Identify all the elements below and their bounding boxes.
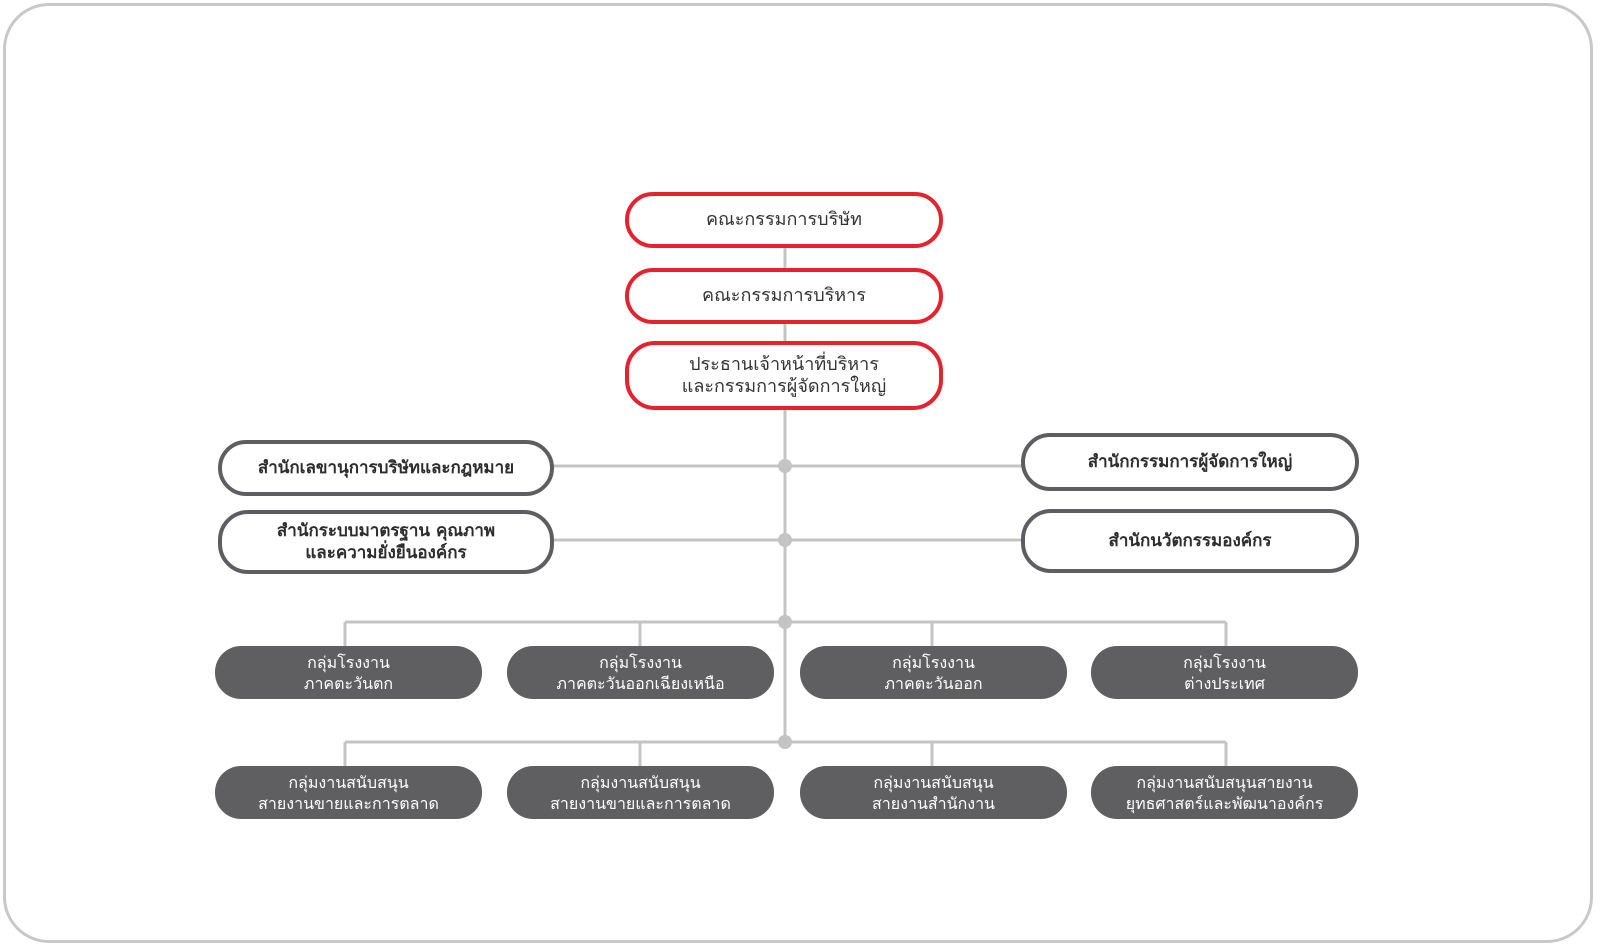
support-group-label-line2: ยุทธศาสตร์และพัฒนาองค์กร <box>1125 793 1324 813</box>
plant-group-label-line1: กลุ่มโรงงาน <box>307 652 390 672</box>
plant-group-label-line1: กลุ่มโรงงาน <box>1183 652 1266 672</box>
support-group-label-line1: กลุ่มงานสนับสนุนสายงาน <box>1136 772 1313 792</box>
president-office-box: สำนักกรรมการผู้จัดการใหญ่ <box>1021 433 1359 491</box>
support-group-sales-marketing-box: กลุ่มงานสนับสนุน สายงานขายและการตลาด <box>215 766 482 819</box>
standards-office-label-line1: สำนักระบบมาตรฐาน คุณภาพ <box>276 521 496 541</box>
innovation-office-label: สำนักนวัตกรรมองค์กร <box>1108 531 1272 551</box>
standards-office-label-line2: และความยั่งยืนองค์กร <box>305 543 467 563</box>
ceo-label-line2: และกรรมการผู้จัดการใหญ่ <box>681 375 887 397</box>
board-of-directors-box: คณะกรรมการบริษัท <box>625 192 943 248</box>
ceo-label-line1: ประธานเจ้าหน้าที่บริหาร <box>689 353 879 375</box>
president-office-label: สำนักกรรมการผู้จัดการใหญ่ <box>1087 452 1293 472</box>
support-group-label-line2: สายงานขายและการตลาด <box>550 793 731 813</box>
ceo-box: ประธานเจ้าหน้าที่บริหาร และกรรมการผู้จัด… <box>625 341 943 410</box>
innovation-office-box: สำนักนวัตกรรมองค์กร <box>1021 509 1359 573</box>
junction-dot <box>778 735 792 749</box>
support-group-office-box: กลุ่มงานสนับสนุน สายงานสำนักงาน <box>800 766 1067 819</box>
support-group-label-line1: กลุ่มงานสนับสนุน <box>580 772 701 792</box>
support-group-label-line2: สายงานขายและการตลาด <box>258 793 439 813</box>
secretary-legal-office-label: สำนักเลขานุการบริษัทและกฎหมาย <box>257 458 515 478</box>
plant-group-overseas-box: กลุ่มโรงงาน ต่างประเทศ <box>1091 646 1358 699</box>
plant-group-label-line2: ต่างประเทศ <box>1184 673 1265 693</box>
support-group-strategy-box: กลุ่มงานสนับสนุนสายงาน ยุทธศาสตร์และพัฒน… <box>1091 766 1358 819</box>
board-of-directors-label: คณะกรรมการบริษัท <box>705 209 862 230</box>
plant-group-label-line1: กลุ่มโรงงาน <box>599 652 682 672</box>
support-group-label-line2: สายงานสำนักงาน <box>872 793 995 813</box>
junction-dot <box>778 459 792 473</box>
support-group-sales-marketing-box: กลุ่มงานสนับสนุน สายงานขายและการตลาด <box>507 766 774 819</box>
plant-group-label-line2: ภาคตะวันออกเฉียงเหนือ <box>556 673 725 693</box>
executive-committee-label: คณะกรรมการบริหาร <box>702 285 866 306</box>
support-group-label-line1: กลุ่มงานสนับสนุน <box>873 772 994 792</box>
plant-group-west-box: กลุ่มโรงงาน ภาคตะวันตก <box>215 646 482 699</box>
secretary-legal-office-box: สำนักเลขานุการบริษัทและกฎหมาย <box>218 440 554 496</box>
support-group-label-line1: กลุ่มงานสนับสนุน <box>288 772 409 792</box>
junction-dot <box>778 615 792 629</box>
executive-committee-box: คณะกรรมการบริหาร <box>625 268 943 324</box>
plant-group-northeast-box: กลุ่มโรงงาน ภาคตะวันออกเฉียงเหนือ <box>507 646 774 699</box>
plant-group-east-box: กลุ่มโรงงาน ภาคตะวันออก <box>800 646 1067 699</box>
plant-group-label-line1: กลุ่มโรงงาน <box>892 652 975 672</box>
plant-group-label-line2: ภาคตะวันตก <box>303 673 394 693</box>
standards-quality-office-box: สำนักระบบมาตรฐาน คุณภาพ และความยั่งยืนอง… <box>218 510 554 574</box>
junction-dot <box>778 533 792 547</box>
plant-group-label-line2: ภาคตะวันออก <box>884 673 983 693</box>
